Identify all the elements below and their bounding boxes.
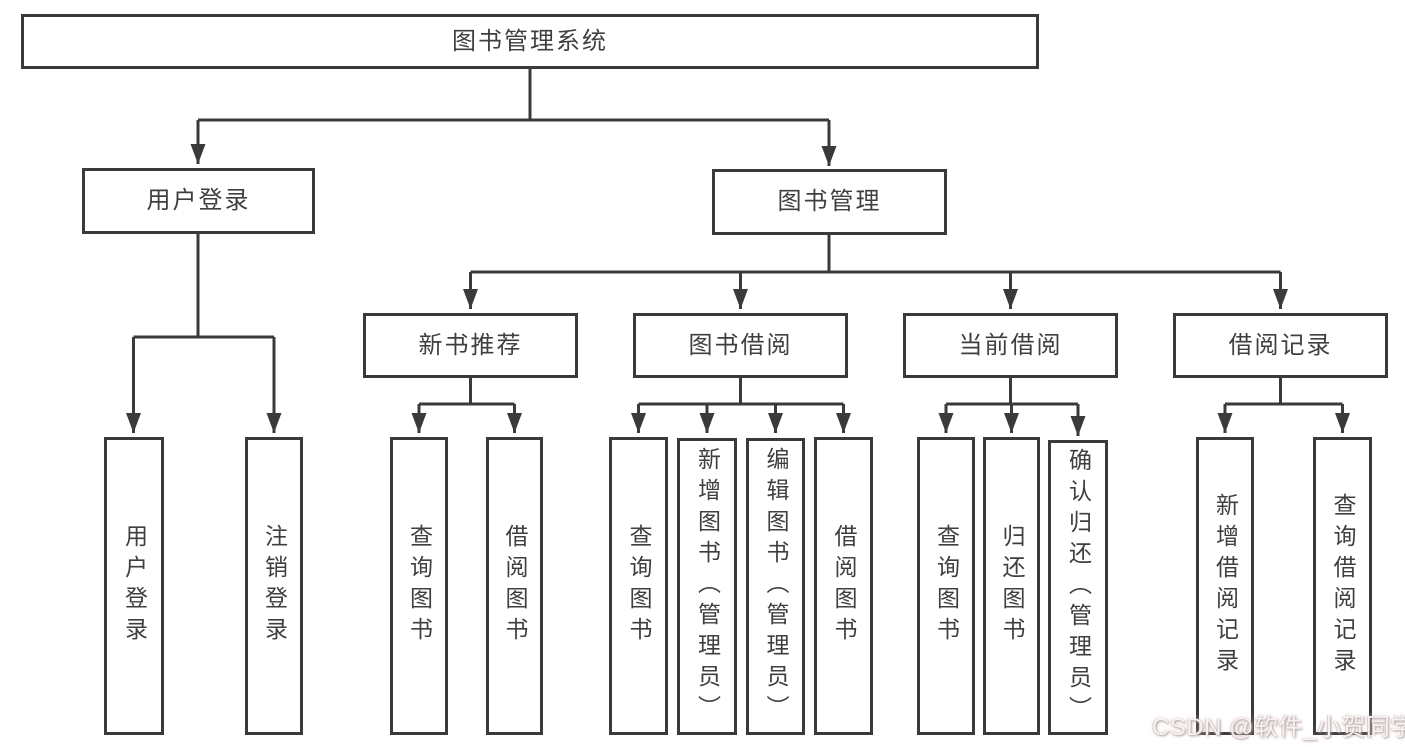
connector-book-management-branch	[463, 234, 1288, 309]
leaf-borrow-book: 借阅图书	[814, 437, 873, 735]
csdn-watermark: CSDN @软件_小贺同学	[1152, 714, 1405, 741]
leaf-user-login: 用户登录	[104, 437, 164, 735]
leaf-query-book-current: 查询图书	[917, 437, 975, 735]
leaf-borrow-book-recommend: 借阅图书	[486, 437, 543, 735]
node-new-book-recommend: 新书推荐	[363, 313, 578, 378]
node-borrow-record: 借阅记录	[1173, 313, 1388, 378]
leaf-return-book: 归还图书	[983, 437, 1040, 735]
node-user-login-group: 用户登录	[82, 168, 315, 234]
leaf-edit-book-admin: 编辑图书（管理员）	[746, 438, 805, 735]
leaf-add-book-admin: 新增图书（管理员）	[677, 438, 737, 735]
leaf-logout: 注销登录	[245, 437, 303, 735]
leaf-add-borrow-record: 新增借阅记录	[1196, 437, 1254, 735]
connector-new-book-branch	[411, 377, 522, 433]
connector-borrow-record-branch	[1217, 377, 1350, 433]
connector-root-to-level2	[190, 68, 837, 166]
connector-current-borrow-branch	[938, 377, 1086, 436]
node-book-borrow: 图书借阅	[633, 313, 848, 378]
leaf-confirm-return-admin: 确认归还（管理员）	[1048, 440, 1108, 735]
leaf-query-borrow-record: 查询借阅记录	[1313, 437, 1372, 735]
leaf-query-book-borrow: 查询图书	[609, 437, 668, 735]
node-root: 图书管理系统	[21, 14, 1039, 69]
connector-user-login-branch	[126, 233, 282, 433]
node-current-borrow: 当前借阅	[903, 313, 1118, 378]
connector-book-borrow-branch	[631, 377, 851, 433]
node-book-management: 图书管理	[712, 169, 947, 235]
leaf-query-book-recommend: 查询图书	[390, 437, 448, 735]
